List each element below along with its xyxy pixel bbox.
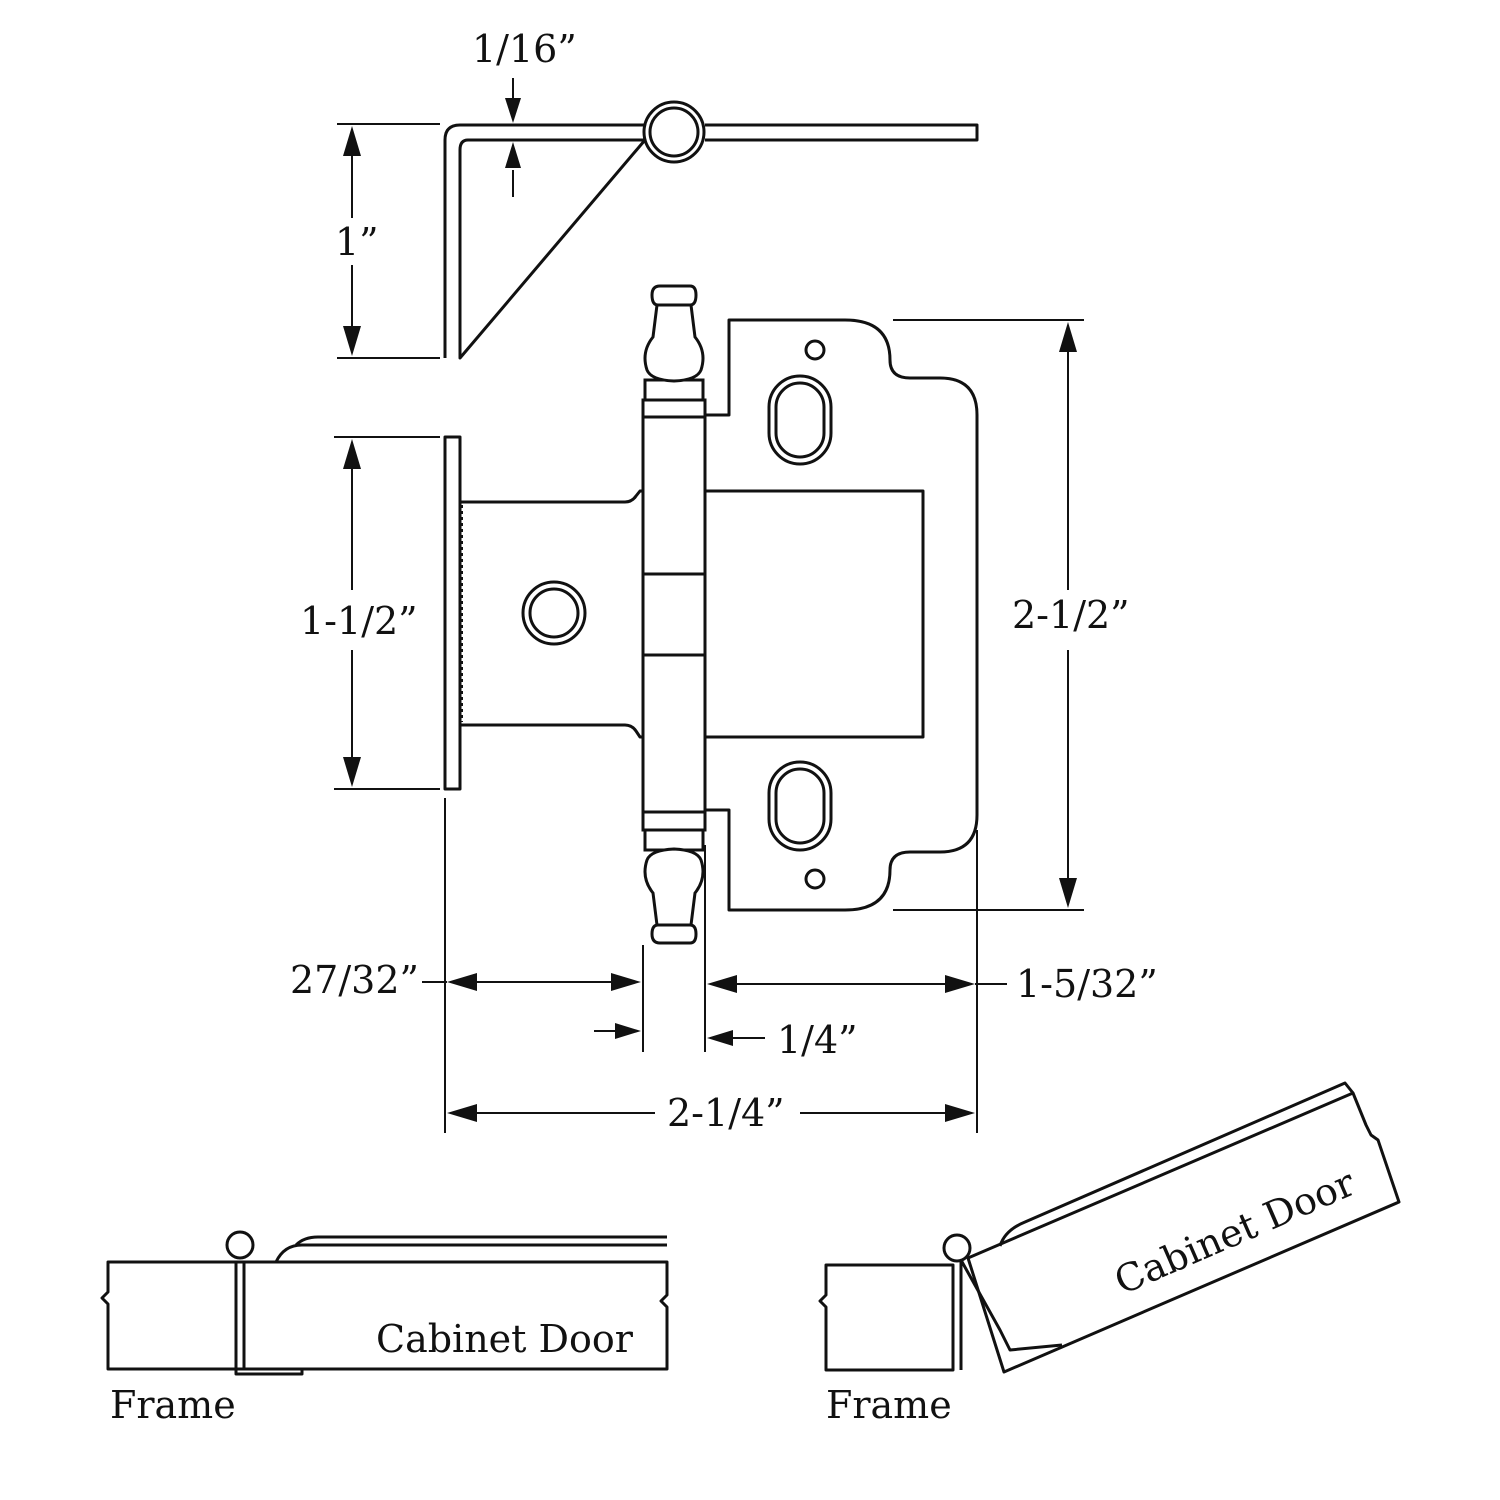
open-frame-label: Frame: [826, 1383, 952, 1427]
open-position-view: Frame Cabinet Door: [818, 1081, 1401, 1427]
hinge-front-view: [443, 284, 979, 945]
dim-height-offset: 1”: [335, 220, 379, 264]
dim-overall-width: 2-1/4”: [667, 1091, 785, 1135]
dimension-lines: [334, 319, 1084, 1133]
closed-door-label: Cabinet Door: [376, 1317, 634, 1361]
dim-frame-leaf-length: 1-1/2”: [300, 599, 418, 643]
dim-knuckle-width: 1/4”: [777, 1018, 858, 1062]
dimension-labels: 1/16” 1” 1-1/2” 2-1/2” 27/32” 1-5/32” 1/…: [290, 27, 1158, 1135]
dim-frame-leaf-width: 27/32”: [290, 958, 419, 1002]
top-profile-view: [337, 78, 979, 360]
closed-position-view: Frame Cabinet Door: [100, 1230, 669, 1427]
dim-thickness: 1/16”: [472, 27, 577, 71]
dim-overall-height: 2-1/2”: [1012, 593, 1130, 637]
dim-door-leaf-width: 1-5/32”: [1016, 962, 1158, 1006]
closed-frame-label: Frame: [110, 1383, 236, 1427]
